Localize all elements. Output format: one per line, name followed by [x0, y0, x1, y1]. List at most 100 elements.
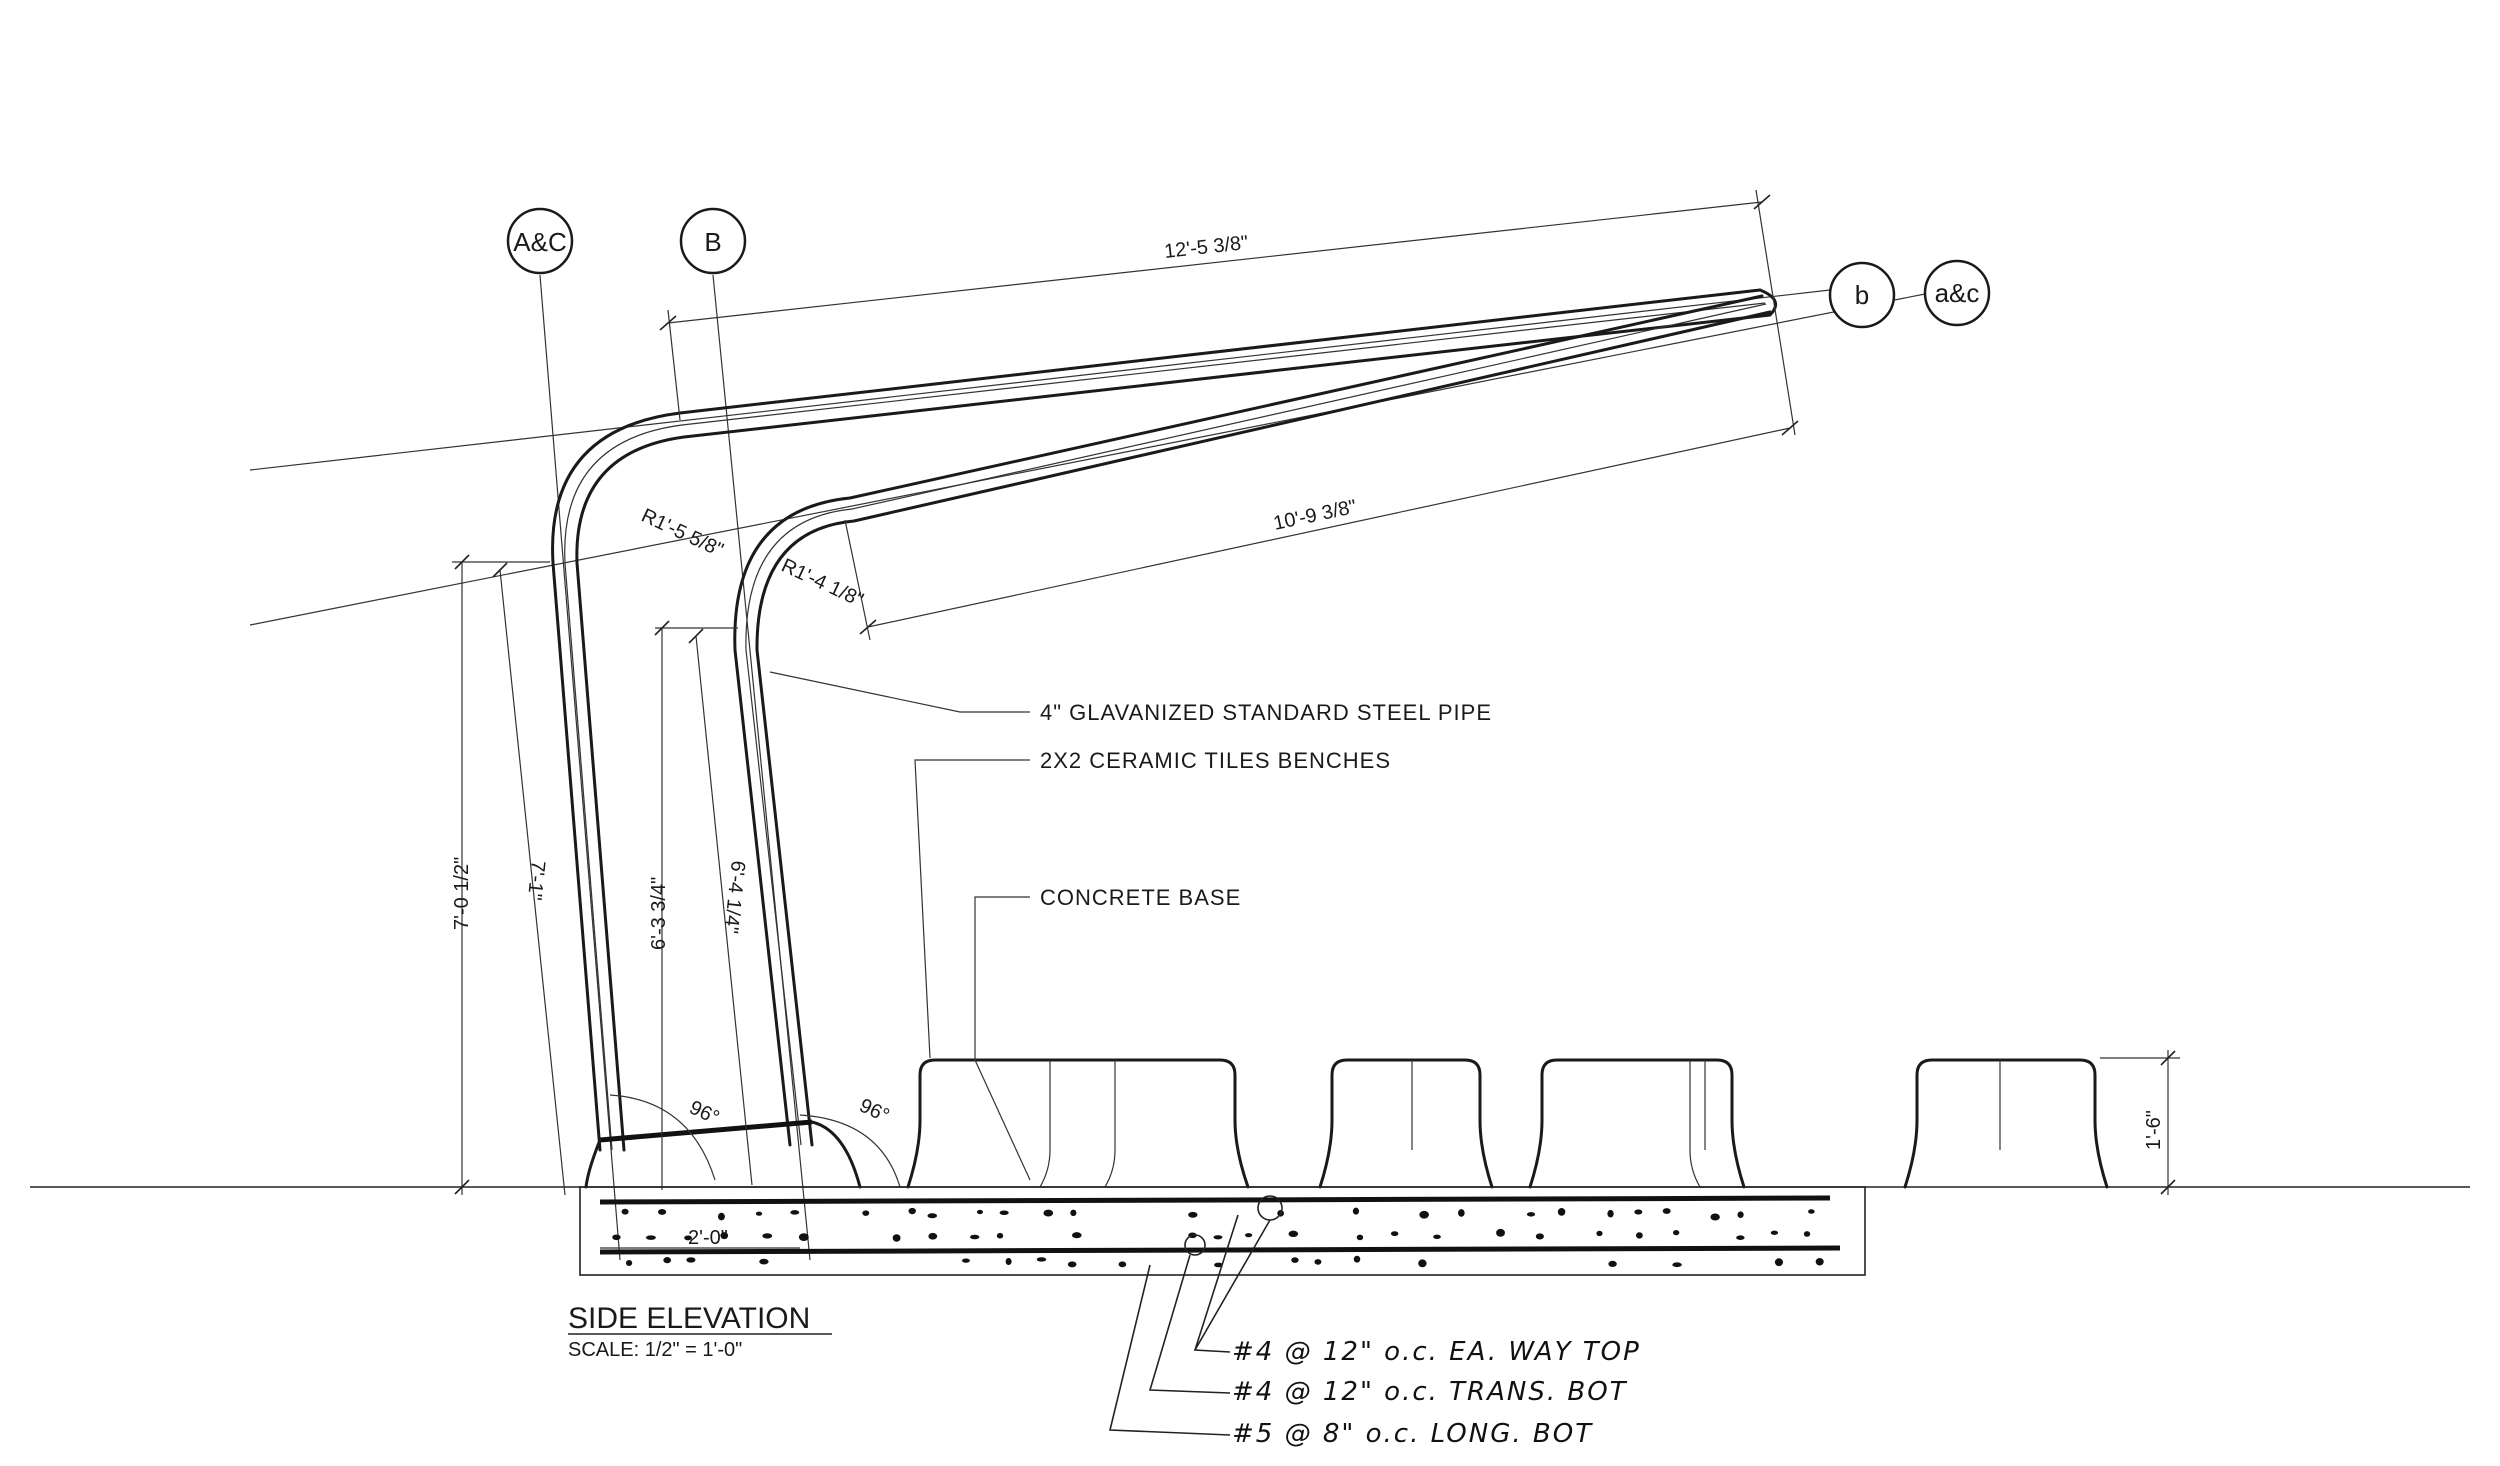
grid-line-b-lower: [249, 289, 1831, 471]
grid-bubble-ac-lower: a&c: [1935, 278, 1980, 308]
canopy-pipe-outer: [551, 288, 1778, 1152]
aggregate-dot: [1815, 1257, 1824, 1266]
aggregate-dot: [755, 1211, 763, 1216]
aggregate-dot: [1526, 1212, 1536, 1217]
aggregate-dot: [1803, 1231, 1811, 1237]
dim-footing-width: 2'-0": [688, 1227, 728, 1249]
aggregate-dot: [1288, 1230, 1299, 1238]
aggregate-dot: [1458, 1209, 1465, 1217]
aggregate-dot: [996, 1232, 1004, 1239]
rebar-note-2: #4 @ 12" o.c. TRANS. BOT: [1232, 1377, 1628, 1407]
pipe-base-right: [810, 1120, 862, 1189]
grid-line-b-upper: [712, 274, 811, 1261]
aggregate-dot: [645, 1235, 656, 1240]
aggregate-dot: [1188, 1211, 1198, 1218]
aggregate-dot: [1710, 1213, 1720, 1221]
aggregate-dot: [657, 1208, 667, 1215]
aggregate-dot: [621, 1208, 629, 1215]
dim-radius-inner: R1'-4 1/8": [778, 555, 867, 612]
dim-height-inner-left: 6'-3 3/4": [648, 877, 670, 950]
dim-top-length: 12'-5 3/8": [1163, 232, 1249, 263]
aggregate-dot: [1070, 1209, 1077, 1217]
drawing-title: SIDE ELEVATION: [568, 1302, 810, 1335]
rebar-note-3: #5 @ 8" o.c. LONG. BOT: [1232, 1419, 1593, 1449]
angle-arc-right: [799, 1114, 901, 1188]
aggregate-dot: [1672, 1262, 1682, 1268]
aggregate-dot: [1067, 1261, 1077, 1268]
aggregate-dot: [1071, 1232, 1082, 1239]
aggregate-dot: [1737, 1211, 1744, 1218]
aggregate-dot: [798, 1233, 809, 1242]
aggregate-dot: [663, 1257, 672, 1264]
concrete-footing: [579, 1186, 1866, 1276]
aggregate-dot: [1418, 1259, 1427, 1268]
dim-height-lines: [452, 554, 753, 1196]
aggregate-dot: [1356, 1234, 1364, 1241]
aggregate-dot: [1390, 1231, 1399, 1237]
aggregate-dot: [1496, 1228, 1505, 1237]
aggregate-dot: [1353, 1255, 1361, 1263]
rebar-dots: [612, 1207, 1824, 1268]
aggregate-dot: [1291, 1257, 1299, 1263]
bench-3: [1528, 1058, 1746, 1189]
bench-2: [1318, 1058, 1494, 1189]
aggregate-dot: [625, 1259, 633, 1266]
callout-pipe: 4" GLAVANIZED STANDARD STEEL PIPE: [1040, 700, 1492, 725]
grid-bubble-b-upper: B: [704, 227, 721, 257]
dim-height-outer-leg: 7'-1": [523, 859, 549, 901]
aggregate-dot: [928, 1232, 938, 1240]
aggregate-dot: [1596, 1230, 1603, 1237]
aggregate-dot: [1213, 1235, 1223, 1240]
aggregate-dot: [1774, 1258, 1783, 1267]
aggregate-dot: [908, 1207, 916, 1215]
aggregate-dot: [1672, 1229, 1680, 1236]
dim-bottom-length-lines: [844, 420, 1799, 641]
aggregate-dot: [1662, 1208, 1671, 1214]
angle-label-right: 96°: [856, 1095, 893, 1128]
grid-line-ac-upper: [539, 274, 621, 1261]
aggregate-dot: [1214, 1262, 1223, 1268]
rebar-bottom: [599, 1245, 1841, 1255]
aggregate-dot: [1419, 1210, 1429, 1219]
aggregate-dot: [1634, 1209, 1643, 1215]
aggregate-dot: [1043, 1209, 1054, 1217]
bench-group: [906, 1058, 2109, 1189]
aggregate-dot: [1808, 1209, 1815, 1214]
aggregate-dot: [999, 1210, 1009, 1216]
rebar-top: [599, 1195, 1831, 1205]
dim-height-inner-right: 6'-4 1/4": [719, 859, 749, 934]
dim-height-overall: 7'-0 1/2": [451, 857, 473, 930]
aggregate-dot: [1607, 1209, 1614, 1218]
aggregate-dot: [612, 1234, 621, 1241]
aggregate-dot: [759, 1258, 769, 1265]
aggregate-dot: [1118, 1261, 1127, 1268]
drawing-scale: SCALE: 1/2" = 1'-0": [568, 1339, 742, 1361]
dim-bottom-length: 10'-9 3/8": [1271, 496, 1358, 535]
grid-bubble-ac-upper: A&C: [513, 227, 566, 257]
aggregate-dot: [1433, 1234, 1441, 1239]
pipe-base-left: [584, 1138, 602, 1189]
aggregate-dot: [1244, 1233, 1253, 1238]
pipe-brace: [599, 1119, 813, 1143]
rebar-callout-circle-bottom: [1184, 1234, 1206, 1256]
aggregate-dot: [762, 1233, 773, 1239]
aggregate-dot: [1635, 1232, 1643, 1239]
grid-bubble-b-lower: b: [1855, 280, 1869, 310]
aggregate-dot: [720, 1232, 729, 1240]
aggregate-dot: [717, 1212, 725, 1221]
aggregate-dot: [1535, 1233, 1544, 1240]
grid-bubble-b-upper-circle: [679, 207, 747, 275]
aggregate-dot: [927, 1213, 938, 1219]
aggregate-dot: [1736, 1235, 1745, 1240]
aggregate-dot: [969, 1234, 980, 1240]
aggregate-dot: [1352, 1207, 1360, 1215]
bench-4: [1903, 1058, 2109, 1189]
angle-label-left: 96°: [686, 1097, 723, 1130]
grid-bubble-ac-upper-circle: [506, 207, 574, 275]
aggregate-dot: [686, 1257, 696, 1263]
aggregate-dot: [1036, 1257, 1047, 1262]
aggregate-dot: [1770, 1230, 1779, 1235]
dim-bench-height: 1'-6": [2143, 1110, 2165, 1150]
angle-arc-left: [609, 1094, 716, 1181]
